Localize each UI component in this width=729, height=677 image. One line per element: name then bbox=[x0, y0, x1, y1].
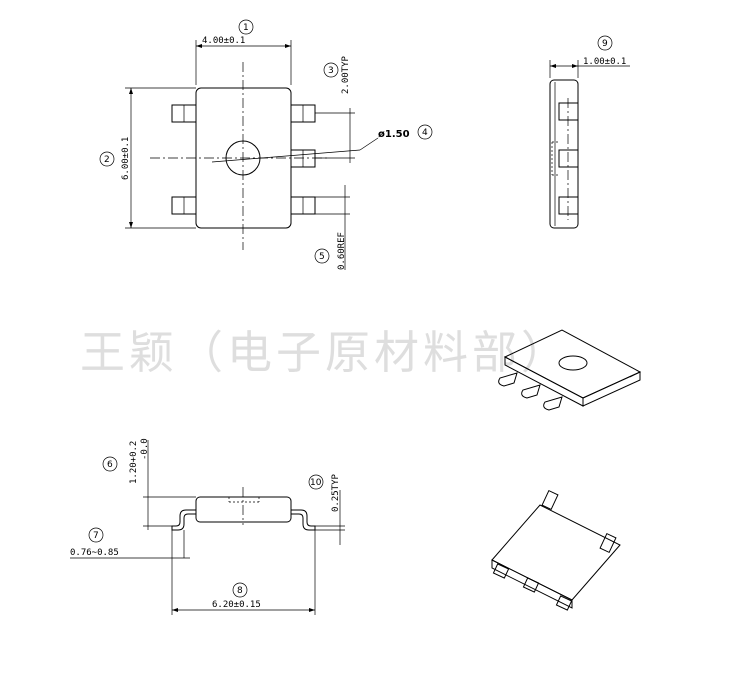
side-width-dim-label: 1.00±0.1 bbox=[583, 57, 626, 67]
top-view: ø1.50 4.00±0.1 6.00±0.1 2.00TYP 0.60REF bbox=[121, 36, 410, 270]
callout-3: 3 bbox=[323, 62, 339, 78]
svg-text:3: 3 bbox=[328, 66, 334, 76]
height-dim-label: 1.20+0.2 bbox=[129, 441, 139, 484]
lead-thick-dim-label: 0.25TYP bbox=[331, 473, 341, 512]
callout-4: 4 bbox=[417, 124, 433, 140]
side-view: 1.00±0.1 bbox=[549, 57, 630, 229]
lead-width-dim-label: 0.60REF bbox=[337, 232, 347, 270]
overall-dim-label: 6.20±0.15 bbox=[212, 600, 261, 610]
pitch-dim-label: 2.00TYP bbox=[341, 55, 351, 94]
svg-text:2: 2 bbox=[104, 155, 110, 165]
callout-9: 9 bbox=[597, 35, 613, 51]
callout-7: 7 bbox=[88, 527, 104, 543]
side-body bbox=[549, 79, 579, 229]
svg-text:5: 5 bbox=[319, 252, 325, 262]
iso-view-top bbox=[498, 329, 642, 411]
watermark-text: 王颖（电子原材料部） bbox=[80, 326, 570, 379]
callout-6: 6 bbox=[102, 456, 118, 472]
callout-2: 2 bbox=[99, 151, 115, 167]
callout-8: 8 bbox=[232, 582, 248, 598]
svg-text:6: 6 bbox=[107, 460, 113, 470]
hole-dim-label: ø1.50 bbox=[378, 129, 410, 140]
callout-10: 10 bbox=[308, 474, 324, 490]
svg-text:10: 10 bbox=[310, 478, 322, 488]
foot-dim-label: 0.76~0.85 bbox=[70, 548, 119, 558]
width-dim-label: 4.00±0.1 bbox=[202, 36, 245, 46]
svg-text:4: 4 bbox=[422, 128, 428, 138]
callout-1: 1 bbox=[238, 19, 254, 35]
svg-text:8: 8 bbox=[237, 586, 243, 596]
callout-5: 5 bbox=[314, 248, 330, 264]
length-dim-label: 6.00±0.1 bbox=[121, 137, 131, 180]
front-body bbox=[195, 496, 292, 523]
iso-view-bottom bbox=[491, 489, 621, 611]
svg-text:7: 7 bbox=[93, 531, 99, 541]
svg-text:9: 9 bbox=[602, 39, 608, 49]
front-view: 1.20+0.2 -0.0 0.76~0.85 6.20±0.15 0.25TY… bbox=[70, 438, 345, 615]
svg-text:1: 1 bbox=[243, 23, 249, 33]
height-tol-label: -0.0 bbox=[140, 438, 150, 460]
